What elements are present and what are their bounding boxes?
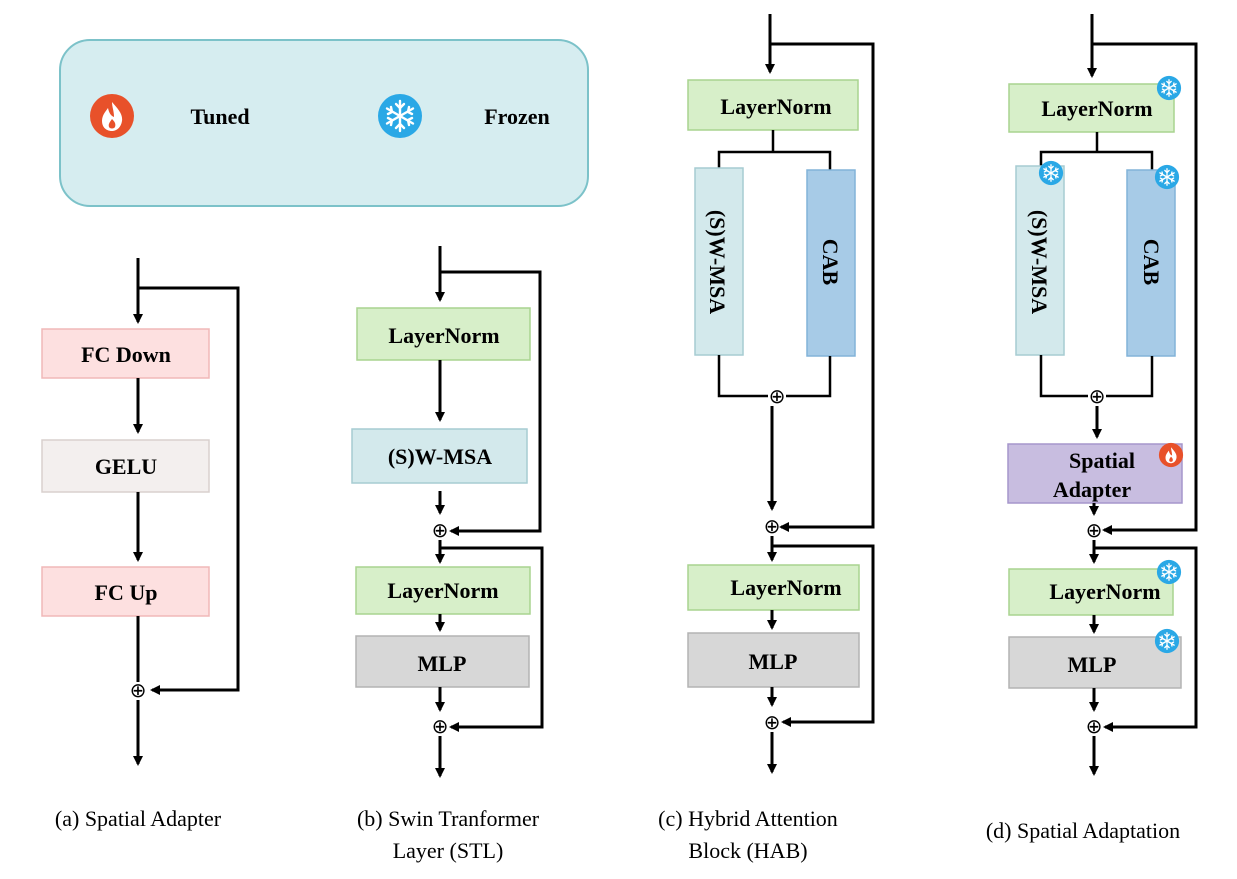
mlp-box [1008, 636, 1182, 689]
mlp-box [355, 635, 530, 688]
layernorm-2-box [355, 566, 531, 615]
wmsa-vertical-box [694, 167, 744, 356]
spatial-adapter-label-line2: Adapter [1053, 477, 1131, 502]
cab-vertical-label: CAB [1139, 239, 1164, 286]
add-symbol-2: ⊕ [1086, 518, 1103, 542]
caption-c-line1: (c) Hybrid Attention [658, 806, 838, 831]
wmsa-vertical-label: (S)W-MSA [1027, 210, 1052, 314]
layernorm-2-box [687, 564, 860, 611]
layernorm-2-label: LayerNorm [730, 575, 841, 600]
snowflake-icon-layernorm-2 [1156, 559, 1182, 585]
layernorm-1-box [356, 307, 531, 361]
caption-a: (a) Spatial Adapter [55, 806, 222, 831]
mlp-box [687, 632, 860, 688]
gelu-box [41, 439, 210, 493]
cab-vertical-label: CAB [818, 239, 843, 286]
gelu-label: GELU [95, 454, 157, 479]
legend-panel [59, 39, 589, 207]
wmsa-label: (S)W-MSA [388, 444, 492, 469]
caption-c-line2: Block (HAB) [688, 838, 807, 863]
fc-down-label: FC Down [81, 342, 171, 367]
spatial-adapter-box [1007, 443, 1183, 504]
layernorm-2-label: LayerNorm [1049, 579, 1160, 604]
add-symbol-1: ⊕ [769, 384, 786, 408]
add-symbol-3: ⊕ [764, 710, 781, 734]
add-symbol: ⊕ [130, 678, 147, 702]
layernorm-1-label: LayerNorm [720, 94, 831, 119]
snowflake-icon-cab [1154, 164, 1180, 190]
caption-b-line1: (b) Swin Tranformer [357, 806, 540, 831]
add-symbol-2: ⊕ [764, 514, 781, 538]
fc-down-box [41, 328, 210, 379]
layernorm-1-box [1008, 83, 1175, 133]
panel-d: LayerNorm (S)W-MSA CAB ⊕ Spatial Adapter… [986, 14, 1198, 843]
cab-vertical-box [1126, 169, 1176, 357]
layernorm-2-label: LayerNorm [387, 578, 498, 603]
snowflake-icon-mlp [1154, 628, 1180, 654]
legend: Tuned Frozen [59, 39, 589, 207]
layernorm-2-box [1008, 568, 1174, 616]
add-symbol-2: ⊕ [432, 714, 449, 738]
mlp-label: MLP [749, 649, 798, 674]
fc-up-box [41, 566, 210, 617]
panel-c: LayerNorm (S)W-MSA CAB ⊕ ⊕ LayerNorm MLP… [658, 14, 875, 863]
caption-b-line2: Layer (STL) [393, 838, 504, 863]
flame-icon [90, 94, 134, 138]
layernorm-1-label: LayerNorm [388, 323, 499, 348]
snowflake-icon [376, 92, 424, 140]
snowflake-icon-layernorm-1 [1156, 75, 1182, 101]
mlp-label: MLP [418, 651, 467, 676]
wmsa-vertical-box [1015, 165, 1065, 356]
legend-frozen-label: Frozen [484, 104, 550, 129]
fc-up-label: FC Up [95, 580, 158, 605]
snowflake-icon-wmsa [1038, 160, 1064, 186]
wmsa-box [351, 428, 528, 484]
spatial-adapter-label-line1: Spatial [1069, 448, 1135, 473]
add-symbol-3: ⊕ [1086, 714, 1103, 738]
caption-d: (d) Spatial Adaptation [986, 818, 1180, 843]
panel-b: LayerNorm (S)W-MSA ⊕ LayerNorm MLP ⊕ (b)… [351, 246, 544, 863]
add-symbol-1: ⊕ [1089, 384, 1106, 408]
panel-a: FC Down GELU FC Up ⊕ (a) Spatial Adapter [41, 258, 240, 831]
layernorm-1-label: LayerNorm [1041, 96, 1152, 121]
wmsa-vertical-label: (S)W-MSA [705, 210, 730, 314]
flame-icon-spatial-adapter [1158, 442, 1184, 468]
mlp-label: MLP [1068, 652, 1117, 677]
legend-tuned-label: Tuned [190, 104, 249, 129]
add-symbol-1: ⊕ [432, 518, 449, 542]
